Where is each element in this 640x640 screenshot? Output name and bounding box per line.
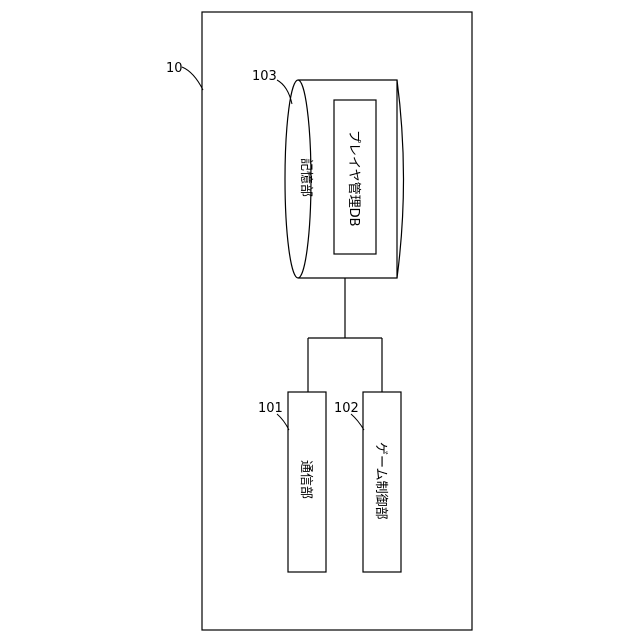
system-leader-line <box>182 67 203 90</box>
game-control-leader-line <box>351 414 364 430</box>
storage-ref-label: 103 <box>252 69 277 84</box>
game-control-ref-label: 102 <box>334 401 359 416</box>
storage-label: 記憶部 <box>298 158 314 197</box>
system-ref-label: 10 <box>166 61 183 76</box>
communication-leader-line <box>277 414 289 430</box>
game-control-unit-label: ゲーム制御部 <box>373 442 388 520</box>
communication-unit-label: 通信部 <box>298 460 313 499</box>
communication-ref-label: 101 <box>258 401 283 416</box>
player-db-label: プレイヤ管理DB <box>346 130 361 227</box>
connector-lines <box>308 278 382 392</box>
